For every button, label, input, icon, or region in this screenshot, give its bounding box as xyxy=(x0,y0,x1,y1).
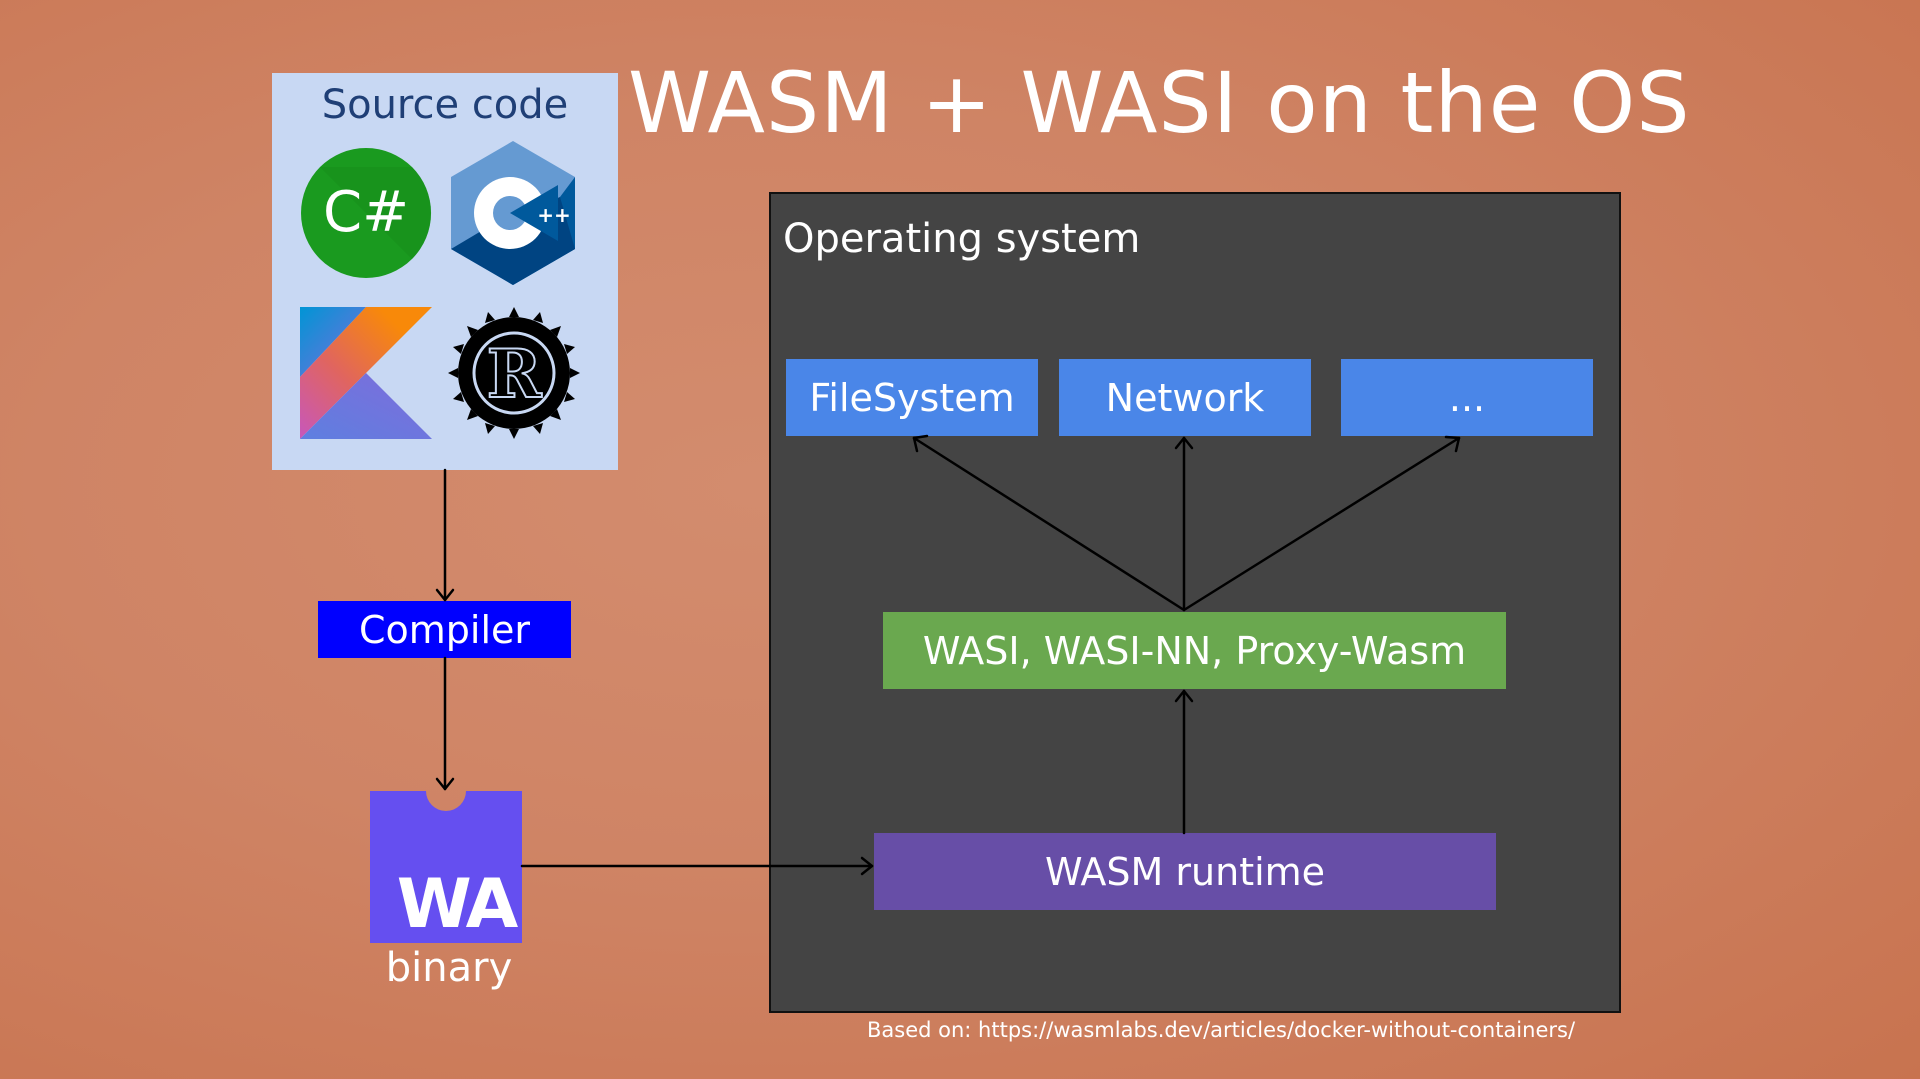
cpp-logo-icon: ++ xyxy=(451,141,575,285)
source-code-label: Source code xyxy=(321,82,569,128)
webassembly-logo-icon: WA xyxy=(370,791,522,943)
arrowhead-binary xyxy=(435,777,455,791)
kotlin-logo-icon xyxy=(300,307,432,439)
other-resources-box: ... xyxy=(1341,359,1593,436)
slide-title: WASM + WASI on the OS xyxy=(628,54,1691,152)
wasm-runtime-box: WASM runtime xyxy=(874,833,1496,910)
csharp-glyph: C# xyxy=(323,180,409,245)
cpp-plus-glyph: ++ xyxy=(537,203,571,227)
wasi-interfaces-box: WASI, WASI-NN, Proxy-Wasm xyxy=(883,612,1506,689)
source-code-box: Source code C# ++ xyxy=(272,73,618,470)
webassembly-logo-text: WA xyxy=(397,865,519,943)
compiler-box: Compiler xyxy=(318,601,571,658)
rust-logo-icon: R xyxy=(448,307,580,439)
rust-glyph: R xyxy=(487,335,543,413)
binary-label: binary xyxy=(385,945,513,991)
csharp-logo-icon: C# xyxy=(301,148,432,278)
operating-system-label: Operating system xyxy=(783,216,1141,262)
network-box: Network xyxy=(1059,359,1311,436)
filesystem-box: FileSystem xyxy=(786,359,1038,436)
source-citation: Based on: https://wasmlabs.dev/articles/… xyxy=(867,1018,1576,1042)
arrowhead-compiler xyxy=(435,588,455,602)
